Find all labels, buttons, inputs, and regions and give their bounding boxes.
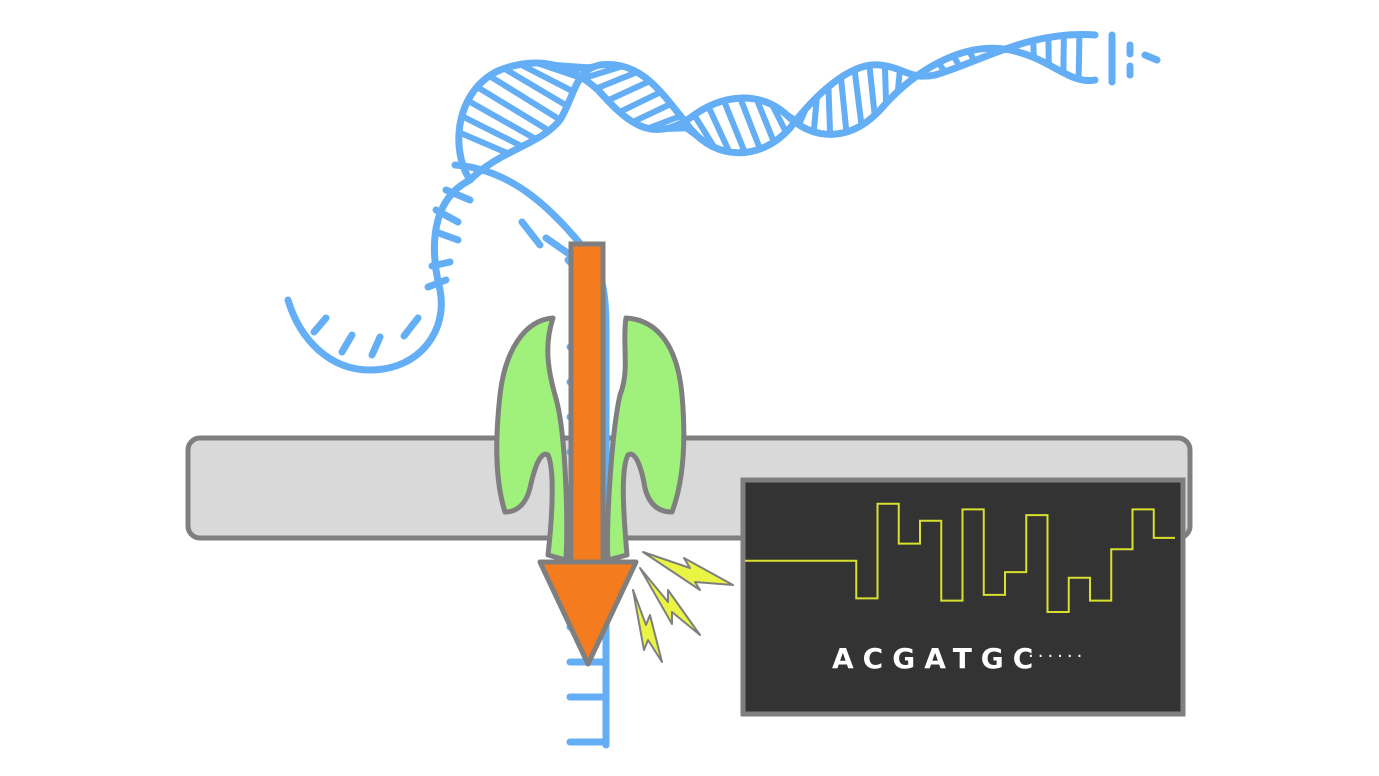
base-tick [432,206,462,226]
base-pair-rung [629,100,674,126]
base-pair-rung [851,66,865,129]
helix-end-dashes [1108,31,1161,86]
base-pair-rung [517,61,577,95]
signal-monitor-icon: ACGATGC ······ [740,477,1186,717]
base-pair-rung [604,78,653,104]
base-pair-rung [1060,32,1067,76]
sequence-ellipsis: ······ [1028,646,1086,667]
motor-tip [537,559,639,667]
base-tick [368,333,384,359]
base-pair-rung [1075,31,1083,83]
nanopore-right-half [605,315,687,563]
base-pair-rung [810,94,820,135]
single-strand-loop [284,176,474,374]
motor-enzyme-icon [537,241,639,667]
base-pair-rung [753,96,777,146]
dna-helix-icon [455,30,1161,184]
base-pair-rung [593,69,641,92]
base-pair-rung [474,83,552,134]
base-tick [518,218,544,249]
base-tick [542,234,576,260]
sequence-readout: ACGATGC [832,642,1042,675]
base-pair-rung [616,89,664,116]
base-tick [424,276,450,291]
base-pair-rung [837,74,850,135]
base-tick [428,258,454,270]
base-pair-rung [486,72,564,123]
base-tick [432,228,462,244]
base-pair-rung [866,62,878,119]
base-pair-rung [881,62,890,107]
base-pair-rung [691,111,718,151]
base-tick [442,186,474,204]
base-pair-rung [501,65,571,109]
base-pair-rung [825,83,834,138]
base-pair-rung [464,97,539,143]
base-tick [400,314,422,340]
base-pair-rung [737,95,764,152]
base-tick [338,331,356,356]
base-pair-rung [720,97,748,156]
current-signal-trace [745,502,1175,613]
base-pair-rung [458,113,526,150]
base-pair-rung [456,129,512,157]
nanopore-left-half [494,315,570,563]
spark-icon [632,551,734,663]
motor-rod [568,241,606,587]
base-pair-rung [705,103,733,155]
base-tick [310,314,330,336]
